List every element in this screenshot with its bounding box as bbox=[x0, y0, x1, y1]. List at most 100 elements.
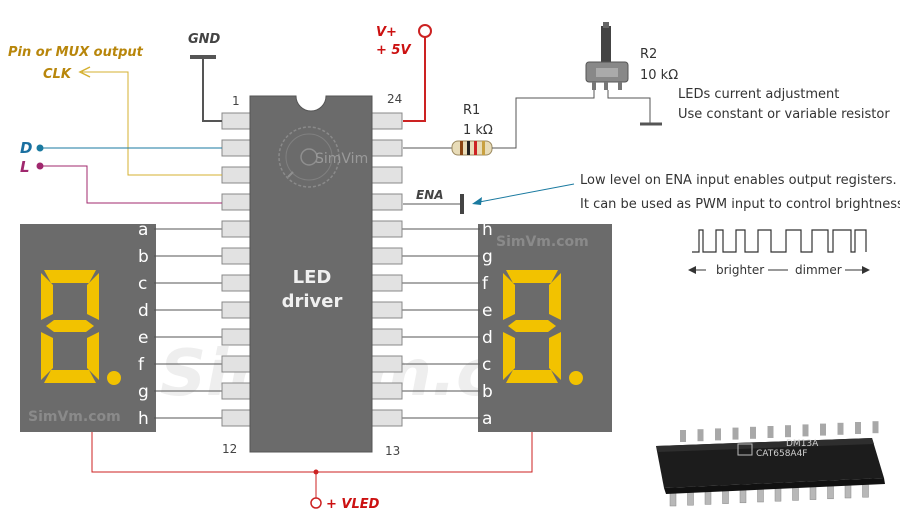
l-wire bbox=[40, 165, 222, 204]
right-segment-label: c bbox=[482, 355, 491, 375]
chip-photo-leg-back bbox=[855, 422, 861, 434]
clk-arrow bbox=[78, 66, 91, 78]
chip-pin-right bbox=[371, 166, 403, 184]
right-segment-label: f bbox=[482, 274, 489, 294]
chip-photo-leg-back bbox=[820, 423, 826, 436]
clk-wire bbox=[82, 71, 222, 176]
pin24-label: 24 bbox=[387, 92, 402, 106]
digit-segment bbox=[87, 273, 99, 320]
led-driver-chip bbox=[249, 95, 373, 453]
chip-photo: DM13A CAT658A4F bbox=[640, 420, 900, 530]
chip-photo-leg-back bbox=[785, 425, 791, 438]
dimmer-arrow bbox=[862, 266, 870, 274]
chip-photo-leg-back bbox=[697, 429, 704, 442]
chip-photo-logo bbox=[737, 443, 753, 456]
r1-value: 1 kΩ bbox=[463, 123, 493, 138]
ena-pointer-arrow bbox=[472, 197, 482, 205]
right-segment-label: d bbox=[482, 328, 493, 348]
digit-segment bbox=[508, 320, 556, 332]
brighter-label: brighter bbox=[716, 263, 764, 277]
left-segment-label: e bbox=[138, 328, 148, 348]
watermark-left: SimVm.com bbox=[28, 409, 121, 425]
chip-photo-text1: DM13A bbox=[786, 439, 819, 449]
right-segment-label: e bbox=[482, 301, 492, 321]
d-terminal bbox=[36, 144, 44, 152]
chip-pin-right bbox=[371, 220, 403, 238]
r2-wire bbox=[607, 90, 651, 124]
chip-pin-right bbox=[371, 409, 403, 427]
decimal-point bbox=[569, 371, 583, 385]
chip-photo-leg-back bbox=[732, 427, 739, 440]
chip-pin-left bbox=[221, 112, 251, 130]
chip-photo-leg-back bbox=[680, 430, 686, 442]
left-segment-label: a bbox=[138, 220, 148, 240]
digit-segment bbox=[41, 332, 53, 380]
chip-photo-leg-back bbox=[715, 428, 721, 441]
right-segment-label: g bbox=[482, 247, 493, 267]
vplus-label: V+ bbox=[376, 25, 397, 40]
left-segment-label: b bbox=[138, 247, 149, 267]
chip-photo-leg-back bbox=[872, 421, 879, 434]
chip-pin-right bbox=[371, 274, 403, 292]
pin13-label: 13 bbox=[385, 444, 400, 458]
chip-pin-left bbox=[221, 328, 251, 346]
chip-photo-text2: CAT658A4F bbox=[756, 449, 807, 459]
chip-pin-right bbox=[371, 139, 403, 157]
chip-pin-right bbox=[371, 328, 403, 346]
left-segment-label: c bbox=[138, 274, 147, 294]
chip-pin-left bbox=[221, 220, 251, 238]
chip-pin-right bbox=[371, 301, 403, 319]
r2-name: R2 bbox=[640, 47, 657, 62]
vplus-wire bbox=[403, 37, 426, 122]
digit-segment bbox=[503, 273, 515, 320]
vplus-terminal bbox=[418, 24, 432, 38]
chip-pin-left bbox=[221, 193, 251, 211]
chip-pin-right bbox=[371, 355, 403, 373]
chip-pin-right bbox=[371, 112, 403, 130]
chip-pin-right bbox=[371, 382, 403, 400]
chip-photo-leg-back bbox=[837, 422, 844, 435]
chip-pin-left bbox=[221, 355, 251, 373]
r1-wire-right bbox=[492, 86, 595, 149]
vled-bus bbox=[91, 432, 533, 473]
chip-pin-right bbox=[371, 193, 403, 211]
segment-wires bbox=[154, 228, 480, 419]
digit-segment bbox=[506, 270, 558, 283]
dimmer-label: dimmer bbox=[795, 263, 842, 277]
chip-photo-leg-back bbox=[750, 426, 756, 439]
right-digit-segments bbox=[503, 270, 583, 385]
right-segment-label: h bbox=[482, 220, 493, 240]
digit-segment bbox=[46, 320, 94, 332]
left-segment-label: g bbox=[138, 382, 149, 402]
pin-mux-label: Pin or MUX output bbox=[8, 45, 144, 60]
vled-terminal bbox=[310, 497, 322, 509]
r1-name: R1 bbox=[463, 103, 480, 118]
ena-note-line2: It can be used as PWM input to control b… bbox=[580, 197, 900, 212]
r2-note1: LEDs current adjustment bbox=[678, 87, 839, 102]
r2-potentiometer bbox=[585, 22, 629, 90]
vled-label: + VLED bbox=[326, 497, 380, 512]
chip-pin-left bbox=[221, 166, 251, 184]
left-segment-label: d bbox=[138, 301, 149, 321]
clk-label: CLK bbox=[43, 67, 72, 82]
watermark-right: SimVm.com bbox=[496, 234, 589, 250]
chip-pin-left bbox=[221, 409, 251, 427]
chip-pin-left bbox=[221, 382, 251, 400]
chip-photo-leg-back bbox=[767, 426, 774, 438]
digit-segment bbox=[44, 270, 96, 283]
v5-label: + 5V bbox=[376, 43, 411, 58]
chip-label-line2: driver bbox=[282, 291, 343, 312]
chip-logo-text: SimVim bbox=[315, 151, 368, 167]
l-label: L bbox=[20, 158, 30, 176]
ena-note-line1: Low level on ENA input enables output re… bbox=[580, 173, 897, 188]
ena-label: ENA bbox=[416, 188, 444, 202]
ena-pointer-line bbox=[473, 183, 575, 204]
digit-segment bbox=[549, 273, 561, 320]
chip-pin-left bbox=[221, 274, 251, 292]
digit-segment bbox=[87, 332, 99, 380]
left-segment-label: f bbox=[138, 355, 145, 375]
d-label: D bbox=[20, 139, 32, 157]
r1-resistor bbox=[451, 140, 493, 156]
